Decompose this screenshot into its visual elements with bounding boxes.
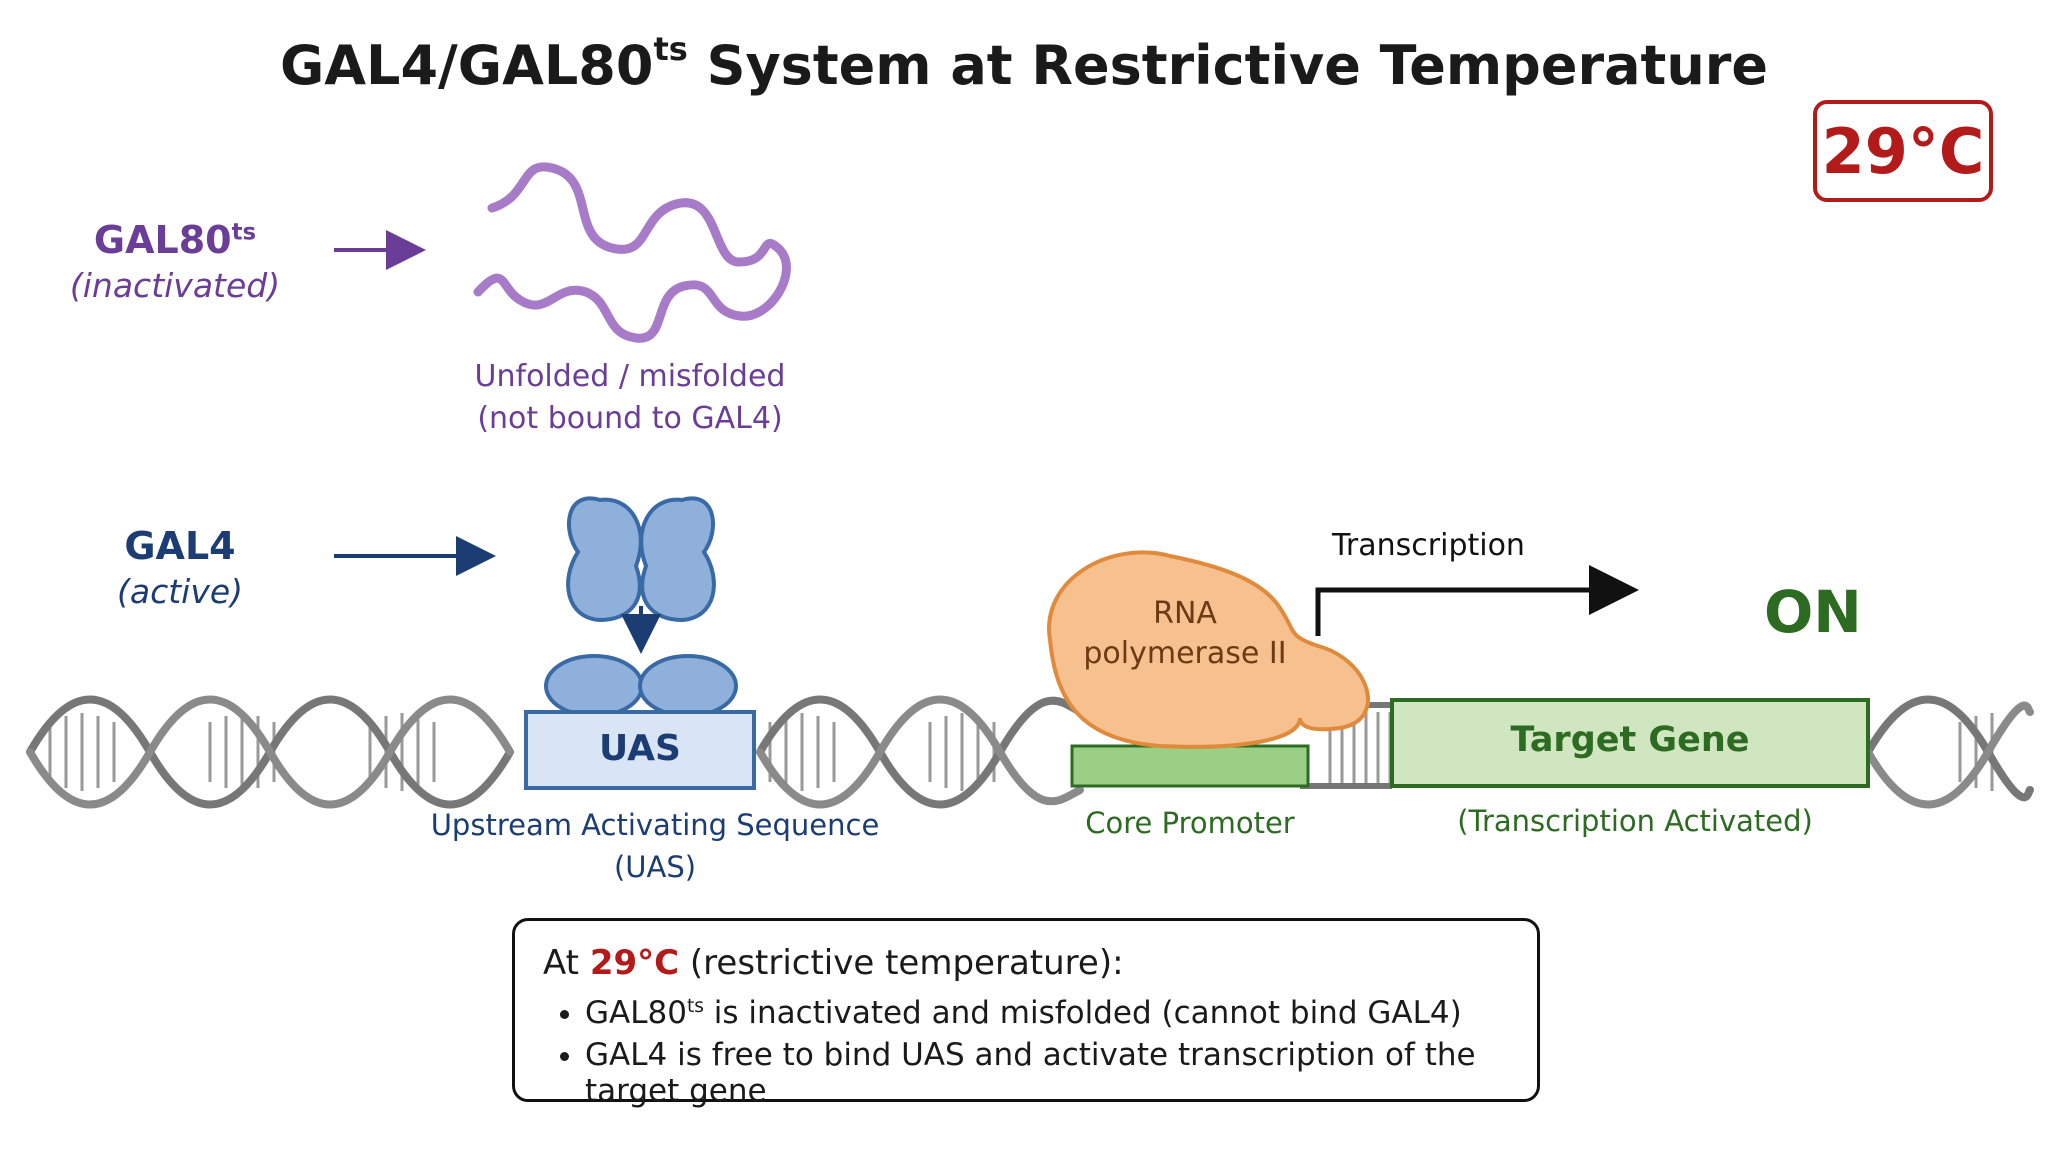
core-promoter-box: [1070, 744, 1310, 788]
gal80-sup: ts: [231, 219, 257, 246]
core-promoter-label: Core Promoter: [1085, 806, 1295, 840]
temperature-badge: 29°C: [1813, 100, 1993, 202]
note-heading: At 29°C (restrictive temperature):: [543, 943, 1509, 983]
gal4-bound-dimer: [544, 654, 738, 718]
gal80-state: (inactivated): [69, 266, 281, 305]
note-bullet-1-name: GAL80: [585, 995, 687, 1031]
dna-helix: [26, 695, 2034, 809]
note-bullets: GAL80ts is inactivated and misfolded (ca…: [543, 995, 1509, 1109]
gal80-name: GAL80: [93, 218, 232, 262]
target-gene-caption: (Transcription Activated): [1457, 804, 1813, 838]
rna-polymerase-label: RNA polymerase II: [1060, 594, 1310, 674]
summary-note-box: At 29°C (restrictive temperature): GAL80…: [512, 918, 1540, 1109]
transcription-arrow: [1315, 565, 1639, 636]
gal4-label: GAL4 (active): [70, 524, 290, 611]
on-status-label: ON: [1764, 578, 1862, 646]
gal80-caption: Unfolded / misfolded (not bound to GAL4): [440, 356, 820, 440]
uas-caption-line2: (UAS): [613, 850, 697, 884]
rna-polymerase-blob: [1047, 550, 1370, 749]
uas-caption: Upstream Activating Sequence (UAS): [420, 804, 890, 888]
gal80-caption-line1: Unfolded / misfolded: [474, 359, 786, 394]
gal80-label: GAL80ts (inactivated): [60, 218, 290, 305]
gal80-caption-line2: (not bound to GAL4): [477, 401, 783, 436]
gal80-unfolded-protein: [473, 162, 791, 343]
uas-box-label: UAS: [599, 728, 681, 769]
title-sup: ts: [653, 30, 688, 68]
target-gene-label: Target Gene: [1510, 720, 1750, 760]
dna-strand-b: [26, 695, 2034, 809]
transcription-label: Transcription: [1332, 528, 1525, 563]
gal4-free-dimer: [566, 496, 716, 623]
title-main: GAL4/GAL80: [279, 34, 654, 97]
note-bullet-1: GAL80ts is inactivated and misfolded (ca…: [585, 995, 1509, 1031]
note-bullet-2: GAL4 is free to bind UAS and activate tr…: [585, 1037, 1509, 1109]
uas-box: [524, 710, 756, 790]
gal4-state: (active): [116, 572, 244, 611]
note-bullet-1-sup: ts: [686, 995, 704, 1017]
note-head-temp: 29°C: [589, 943, 680, 983]
note-head-prefix: At: [543, 943, 590, 983]
target-gene-box: [1390, 698, 1870, 788]
gal4-name: GAL4: [124, 524, 236, 568]
note-bullet-1-rest: is inactivated and misfolded (cannot bin…: [703, 995, 1462, 1031]
rna-polymerase-line1: RNA: [1153, 596, 1217, 631]
rna-polymerase-line2: polymerase II: [1083, 636, 1287, 671]
note-head-suffix: (restrictive temperature):: [679, 943, 1124, 983]
title-rest: System at Restrictive Temperature: [687, 34, 1769, 97]
page-title: GAL4/GAL80ts System at Restrictive Tempe…: [0, 30, 2048, 97]
uas-caption-line1: Upstream Activating Sequence: [430, 808, 880, 842]
